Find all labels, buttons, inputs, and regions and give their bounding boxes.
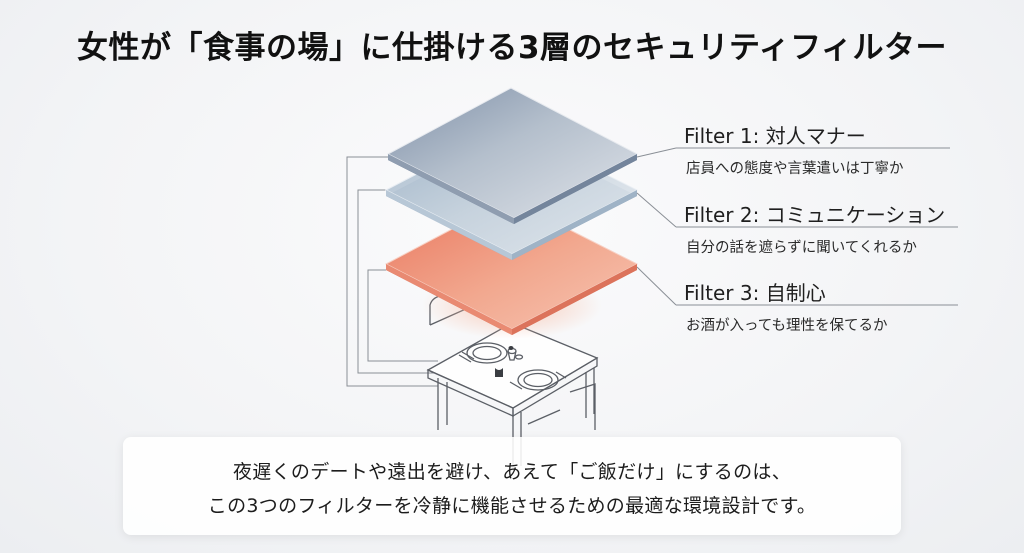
leader-lines [636,147,958,306]
left-bracket-lines [346,156,438,387]
filter-1-label: Filter 1: 対人マナー [684,124,866,148]
filter-3-description: お酒が入っても理性を保てるか [686,318,888,334]
caption-box: 夜遅くのデートや遠出を避け、あえて「ご飯だけ」にするのは、 この3つのフィルター… [123,437,901,535]
table-illustration [426,284,599,470]
caption-line-1: 夜遅くのデートや遠出を避け、あえて「ご飯だけ」にするのは、 [233,461,791,483]
caption-line-2: この3つのフィルターを冷静に機能させるための最適な環境設計です。 [207,495,817,517]
filter-3-plate [384,198,639,335]
filter-1-plate [386,87,639,224]
filter-1-description: 店員への態度や言葉遣いは丁寧か [686,161,904,177]
filter-2-description: 自分の話を遮らずに聞いてくれるか [686,240,917,256]
page-title: 女性が「食事の場」に仕掛ける3層のセキュリティフィルター [76,30,948,66]
filter-2-label: Filter 2: コミュニケーション [684,203,946,227]
filter-3-label: Filter 3: 自制心 [684,281,826,305]
table-glass-icons [495,346,514,377]
